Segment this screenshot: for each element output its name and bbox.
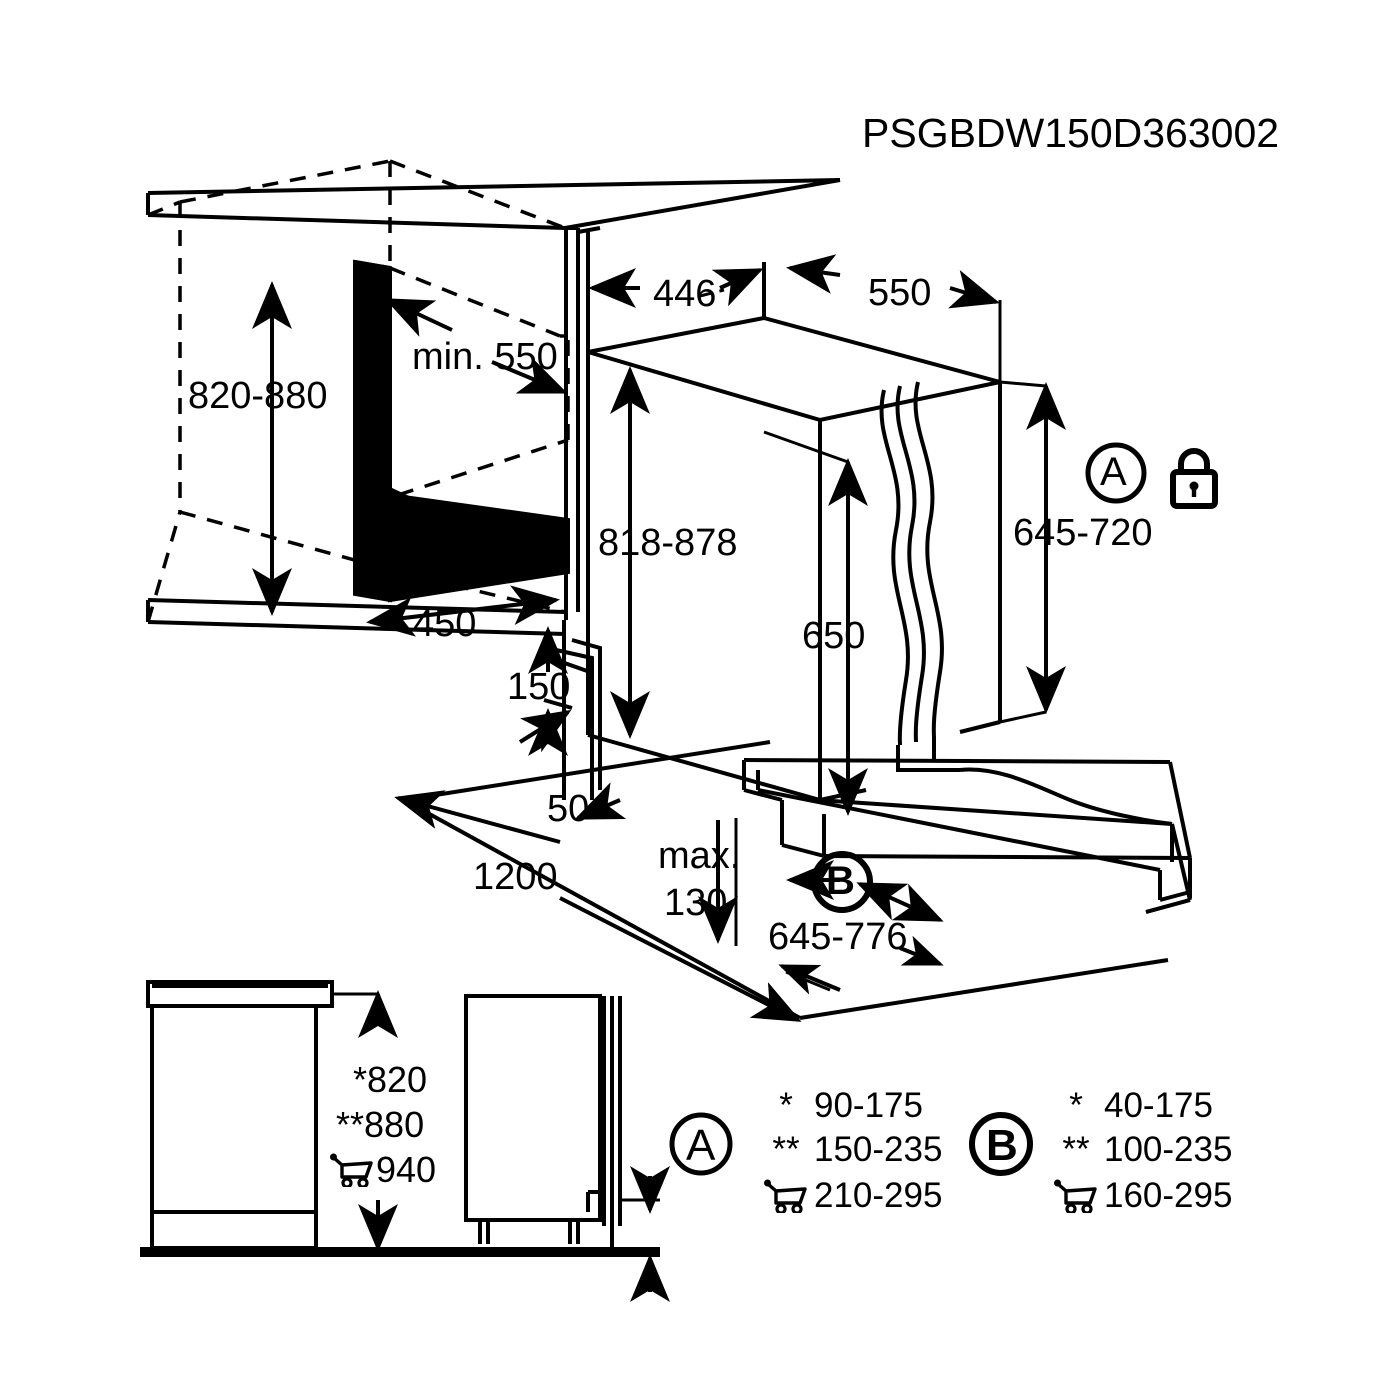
legend-a-rows: * 90-175 ** 150-235 210-295	[758, 1086, 968, 1218]
dim-service-height: 645-720	[1013, 512, 1153, 554]
callout-a-letter: A	[1100, 450, 1127, 494]
lock-icon	[1170, 448, 1218, 509]
hose-wavy-lines	[879, 381, 944, 746]
dimension-lines-plinth	[518, 626, 627, 820]
elev-height-cart: 940	[330, 1152, 436, 1188]
elevation-dimension-lines	[358, 990, 670, 1302]
elev-height-star1: *820	[353, 1062, 427, 1098]
side-elevation	[464, 994, 660, 1248]
dim-max-label: max.	[658, 835, 741, 877]
dim-niche-width: 450	[413, 603, 477, 645]
dim-appliance-depth: 550	[868, 272, 932, 314]
legend-b-row-2: ** 100-235	[1048, 1130, 1268, 1174]
elev-star2-prefix: **	[336, 1104, 365, 1145]
floor-slab	[742, 758, 1192, 898]
dim-hose-length: 1200	[473, 856, 558, 898]
legend-b-row-1: * 40-175	[1048, 1086, 1268, 1130]
legend-a-circle	[669, 1112, 733, 1176]
callout-a-marker	[1085, 442, 1147, 504]
dim-appliance-height: 818-878	[598, 522, 738, 564]
legend-a-row-1: * 90-175	[758, 1086, 968, 1130]
dimension-lines-plan	[394, 790, 944, 1022]
elev-star2-value: 880	[364, 1104, 425, 1145]
service-zone-plan	[403, 740, 1169, 1020]
dimension-lines-upper-left	[252, 281, 568, 637]
legend-a-row-3: 210-295	[758, 1174, 968, 1218]
elev-cart-value: 940	[376, 1149, 437, 1190]
legend-a-marker-2: **	[772, 1130, 800, 1169]
legend-b-circle	[969, 1112, 1033, 1176]
legend-a-letter: A	[686, 1121, 716, 1170]
callout-b-letter: B	[826, 859, 855, 903]
dim-toe-recess: 50	[547, 788, 590, 830]
legend-b-marker-1: *	[1069, 1086, 1083, 1125]
niche-black-fill	[356, 263, 390, 601]
dim-max-value: 130	[664, 882, 728, 924]
dim-plinth-height: 150	[507, 666, 571, 708]
legend-a-marker-1: *	[779, 1086, 793, 1125]
hose-outlet	[896, 738, 960, 772]
worktop-slab	[146, 178, 841, 230]
legend-b-row-3: 160-295	[1048, 1174, 1268, 1218]
elev-height-star2: **880	[336, 1107, 424, 1143]
legend-b-value-2: 100-235	[1104, 1130, 1233, 1169]
elev-star1-value: 820	[367, 1059, 428, 1100]
legend-b-value-1: 40-175	[1104, 1086, 1213, 1125]
dim-hose-height: 650	[802, 615, 866, 657]
legend-a-value-1: 90-175	[814, 1086, 923, 1125]
legend-b-marker-2: **	[1062, 1130, 1090, 1169]
niche-floor-wedge	[390, 487, 566, 601]
dimension-lines-top	[586, 254, 1002, 382]
legend-a-value-3: 210-295	[814, 1176, 943, 1215]
drawing-title: PSGBDW150D363002	[862, 110, 1280, 156]
legend-a-value-2: 150-235	[814, 1130, 943, 1169]
dim-door-panel-width: 446	[653, 273, 717, 315]
cart-icon	[764, 1179, 807, 1213]
dimension-lines-heights	[610, 366, 1066, 816]
cart-icon	[330, 1153, 373, 1187]
legend-b-value-3: 160-295	[1104, 1176, 1233, 1215]
dim-connection-width: 645-776	[768, 916, 908, 958]
worktop-under-edge	[577, 226, 601, 234]
cart-icon	[1054, 1179, 1097, 1213]
legend-b-letter: B	[986, 1121, 1018, 1170]
dim-niche-height: 820-880	[188, 375, 328, 417]
dim-niche-depth-min: min. 550	[412, 336, 558, 378]
elev-star1-prefix: *	[353, 1059, 368, 1100]
legend-b-rows: * 40-175 ** 100-235 160-295	[1048, 1086, 1268, 1218]
legend-a-row-2: ** 150-235	[758, 1130, 968, 1174]
callout-b-marker	[811, 851, 873, 913]
base-board	[756, 770, 1191, 914]
